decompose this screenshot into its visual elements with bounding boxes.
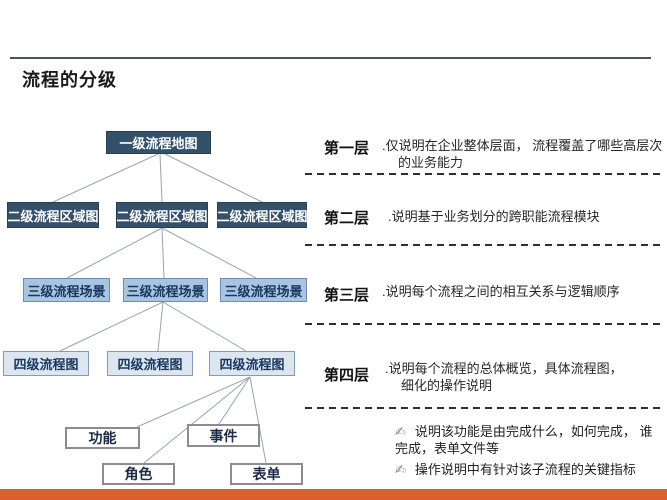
level3-label: 第三层 <box>324 287 370 304</box>
node-level2-area-map-2: 二级流程区域图 <box>116 202 208 228</box>
page-title: 流程的分级 <box>22 70 117 90</box>
node-leaf-form: 表单 <box>230 463 303 485</box>
node-leaf-event: 事件 <box>187 424 260 447</box>
bullet-text: 说明该功能是由完成什么，如何完成， 谁完成，表单文件等 <box>395 424 653 456</box>
node-level3-scene-3: 三级流程场景 <box>220 278 307 302</box>
node-level3-scene-1: 三级流程场景 <box>23 278 110 302</box>
level2-description: .说明基于业务划分的跨职能流程模块 <box>388 209 600 224</box>
node-level4-flowchart-2: 四级流程图 <box>107 351 193 376</box>
writing-hand-icon: ✍ <box>395 424 406 439</box>
node-level1-process-map: 一级流程地图 <box>106 131 211 154</box>
node-leaf-role: 角色 <box>102 463 175 485</box>
node-level4-flowchart-1: 四级流程图 <box>3 351 89 376</box>
level3-description: .说明每个流程之间的相互关系与逻辑顺序 <box>382 284 620 299</box>
bullet-item: ✍ 操作说明中有针对该子流程的关键指标 <box>395 461 659 478</box>
node-level4-flowchart-3: 四级流程图 <box>209 351 295 376</box>
header-divider <box>10 57 651 59</box>
bullet-text: 操作说明中有针对该子流程的关键指标 <box>414 462 636 477</box>
level4-description: .说明每个流程的总体概览，具体流程图，细化的操作说明 <box>385 361 623 393</box>
level1-description: .仅说明在企业整体层面， 流程覆盖了哪些高层次的业务能力 <box>382 138 663 170</box>
level4-label: 第四层 <box>324 367 370 384</box>
bullet-item: ✍说明该功能是由完成什么，如何完成， 谁完成，表单文件等 <box>395 423 659 457</box>
node-level2-area-map-1: 二级流程区域图 <box>7 202 99 228</box>
footer-accent-bar <box>0 489 667 500</box>
node-level2-area-map-3: 二级流程区域图 <box>217 202 308 228</box>
node-level3-scene-2: 三级流程场景 <box>123 278 208 302</box>
level2-label: 第二层 <box>324 210 370 227</box>
level1-label: 第一层 <box>324 140 370 157</box>
writing-hand-icon: ✍ <box>395 462 406 477</box>
node-leaf-function: 功能 <box>65 427 140 449</box>
